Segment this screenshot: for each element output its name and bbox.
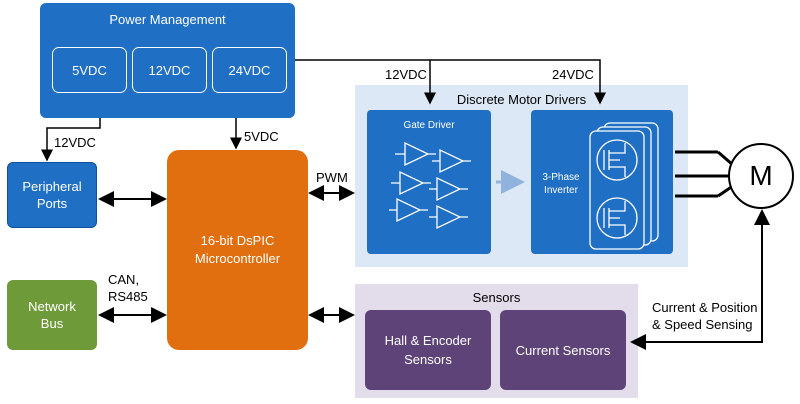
motor-symbol: M: [728, 143, 794, 209]
rail-5vdc: 5VDC: [52, 47, 127, 93]
label-pwm: PWM: [316, 170, 348, 185]
inverter-card-front: [589, 130, 645, 250]
peripheral-ports-label: Peripheral Ports: [22, 179, 82, 211]
mcu-label-line2: Microcontroller: [194, 251, 281, 266]
gate-driver-title: Gate Driver: [403, 120, 455, 131]
network-bus-block: Network Bus: [7, 280, 97, 350]
mosfet-lower: [596, 197, 638, 239]
inverter-label-line1: 3-Phase: [542, 172, 580, 183]
label-rs485: RS485: [108, 289, 148, 304]
network-bus-label: Network Bus: [28, 299, 76, 331]
sensors-title: Sensors: [472, 290, 521, 305]
power-management-title: Power Management: [109, 12, 226, 27]
power-to-drivers-line: [295, 59, 606, 105]
label-12vdc-drivers: 12VDC: [385, 67, 427, 82]
label-feedback-line2: & Speed Sensing: [652, 317, 753, 332]
buffer-triangle: [432, 148, 471, 174]
rail-24vdc: 24VDC: [212, 47, 287, 93]
mosfet-upper: [596, 139, 638, 181]
drivers-title: Discrete Motor Drivers: [456, 92, 587, 107]
label-24vdc-drivers: 24VDC: [552, 67, 594, 82]
motor-label: M: [749, 160, 773, 191]
buffer-triangle: [429, 204, 468, 230]
power-to-peripheral-line: [41, 118, 101, 162]
feedback-line: [630, 209, 770, 350]
label-5vdc-mcu: 5VDC: [244, 129, 279, 144]
buffer-triangle: [395, 141, 436, 167]
hall-encoder-line1: Hall & Encoder: [384, 333, 472, 348]
current-sensors-label: Current Sensors: [515, 342, 611, 358]
rail-12vdc-label: 12VDC: [148, 62, 191, 78]
rail-12vdc: 12VDC: [132, 47, 207, 93]
rail-24vdc-label: 24VDC: [228, 62, 271, 78]
hall-encoder-line2: Sensors: [404, 352, 452, 367]
rail-5vdc-label: 5VDC: [72, 62, 107, 78]
hall-encoder-block: Hall & Encoder Sensors: [365, 310, 491, 390]
buffer-triangle: [391, 170, 431, 196]
label-12vdc-peripheral: 12VDC: [54, 135, 96, 150]
gate-driver-block: [367, 110, 491, 254]
power-management-block: [40, 3, 295, 118]
mcu-block: 16-bit DsPIC Microcontroller: [167, 150, 308, 350]
buffer-triangle: [389, 197, 428, 223]
inverter-label-line2: Inverter: [544, 185, 578, 196]
current-sensors-block: Current Sensors: [500, 310, 626, 390]
label-can: CAN,: [108, 272, 140, 287]
label-feedback-line1: Current & Position: [652, 300, 758, 315]
buffer-triangle: [429, 176, 468, 202]
mcu-label-line1: 16-bit DsPIC: [200, 233, 275, 248]
peripheral-ports-block: Peripheral Ports: [7, 162, 97, 228]
